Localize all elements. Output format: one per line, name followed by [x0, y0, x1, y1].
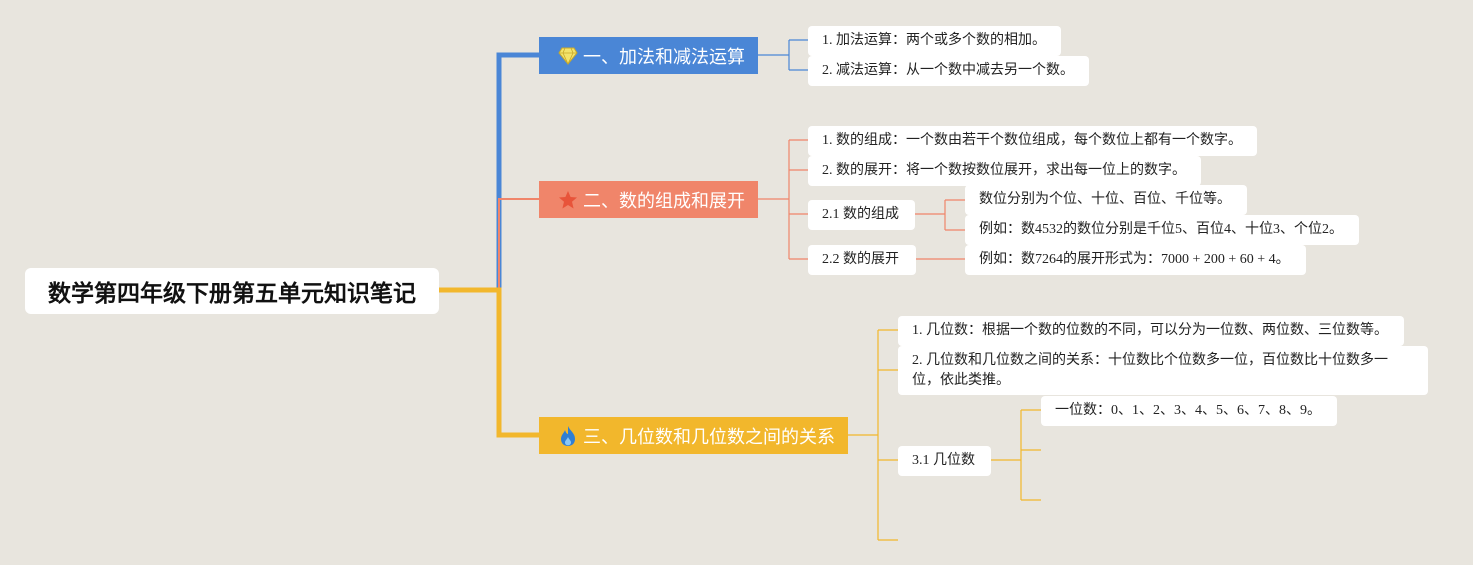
list-item[interactable]: 2. 数的展开：将一个数按数位展开，求出每一位上的数字。 — [808, 156, 1201, 186]
connector-root-topic1 — [439, 52, 540, 293]
topic-title: 二、数的组成和展开 — [583, 190, 745, 212]
connector-topic1-items — [758, 39, 808, 71]
topic-addition-subtraction[interactable]: 一、加法和减法运算 — [539, 37, 758, 74]
list-item[interactable]: 3.1 几位数 — [898, 446, 991, 476]
list-item[interactable]: 2. 几位数和几位数之间的关系：十位数比个位数多一位，百位数比十位数多一位，依此… — [898, 346, 1428, 395]
topic-number-composition[interactable]: 二、数的组成和展开 — [539, 181, 758, 218]
list-item[interactable]: 数位分别为个位、十位、百位、千位等。 — [965, 185, 1247, 215]
connector-root-topic2 — [439, 198, 540, 291]
topic-title: 一、加法和减法运算 — [583, 46, 745, 68]
connector-topic3-items — [848, 329, 898, 541]
topic-digit-relations[interactable]: 三、几位数和几位数之间的关系 — [539, 417, 848, 454]
diamond-icon — [557, 45, 579, 67]
list-item[interactable]: 2. 减法运算：从一个数中减去另一个数。 — [808, 56, 1089, 86]
list-item[interactable]: 2.1 数的组成 — [808, 200, 915, 230]
connector-sub31 — [991, 409, 1041, 501]
root-node[interactable]: 数学第四年级下册第五单元知识笔记 — [25, 268, 439, 314]
list-item[interactable]: 1. 几位数：根据一个数的位数的不同，可以分为一位数、两位数、三位数等。 — [898, 316, 1404, 346]
connector-root-topic3 — [439, 287, 540, 438]
root-title: 数学第四年级下册第五单元知识笔记 — [48, 281, 416, 307]
list-item[interactable]: 2.2 数的展开 — [808, 245, 916, 275]
list-item[interactable]: 1. 加法运算：两个或多个数的相加。 — [808, 26, 1061, 56]
flame-icon — [557, 425, 579, 447]
connector-topic2-items — [758, 139, 808, 260]
list-item[interactable]: 一位数：0、1、2、3、4、5、6、7、8、9。 — [1041, 396, 1337, 426]
list-item[interactable]: 例如：数4532的数位分别是千位5、百位4、十位3、个位2。 — [965, 215, 1359, 245]
list-item[interactable]: 例如：数7264的展开形式为：7000 + 200 + 60 + 4。 — [965, 245, 1306, 275]
list-item[interactable]: 1. 数的组成：一个数由若干个数位组成，每个数位上都有一个数字。 — [808, 126, 1257, 156]
topic-title: 三、几位数和几位数之间的关系 — [583, 426, 835, 448]
star-icon — [557, 189, 579, 211]
connector-sub21 — [915, 199, 965, 231]
